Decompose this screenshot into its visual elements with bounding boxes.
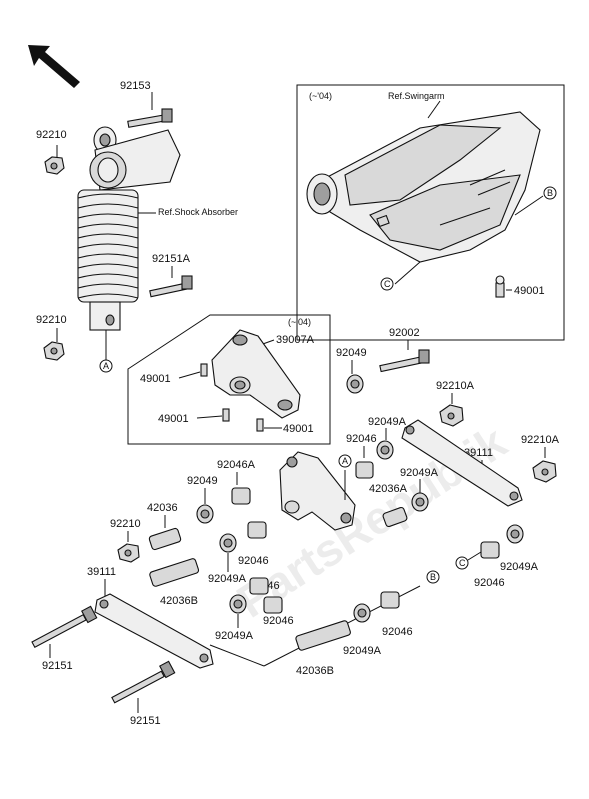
bolt-92151A-head bbox=[181, 275, 193, 290]
marker-b-text: C bbox=[384, 279, 391, 289]
swingarm-year-note: (~'04) bbox=[309, 91, 332, 101]
part-label-92046-f: 92046 bbox=[474, 577, 505, 589]
part-label-92049A-f: 92049A bbox=[500, 561, 539, 573]
part-label-92046A: 92046A bbox=[217, 459, 256, 471]
part-label-49001-c: 49001 bbox=[283, 423, 314, 435]
part-label-92002: 92002 bbox=[389, 327, 420, 339]
bolt-92151-a bbox=[31, 613, 87, 649]
marker-a-link-text: A bbox=[342, 456, 348, 466]
part-label-92049A-a: 92049A bbox=[368, 416, 407, 428]
part-label-92049A-b: 92049A bbox=[400, 467, 439, 479]
part-label-92049-upper: 92049 bbox=[336, 347, 367, 359]
part-label-92210-upper: 92210 bbox=[36, 129, 67, 141]
part-label-92210-lower: 92210 bbox=[36, 314, 67, 326]
bolt-92151-b-head bbox=[159, 660, 176, 679]
part-label-42036B-right: 42036B bbox=[296, 665, 334, 677]
part-label-92151-a: 92151 bbox=[42, 660, 73, 672]
marker-b bbox=[380, 277, 394, 291]
part-label-92046-a: 92046 bbox=[346, 433, 377, 445]
part-label-42036A: 42036A bbox=[369, 483, 408, 495]
collar-42036A bbox=[382, 506, 408, 528]
part-label-49001-b: 49001 bbox=[158, 413, 189, 425]
marker-a-link bbox=[338, 454, 352, 468]
collar-42036 bbox=[148, 527, 182, 551]
part-label-92210A-right: 92210A bbox=[521, 434, 560, 446]
grease-nipple-icon bbox=[256, 418, 264, 432]
bolt-head bbox=[161, 108, 173, 123]
part-label-39007A: 39007A bbox=[276, 334, 315, 346]
collar-42036B-right bbox=[295, 620, 351, 651]
part-label-39111-lower: 39111 bbox=[87, 566, 116, 578]
marker-c bbox=[543, 186, 557, 200]
marker-c-link-text: C bbox=[459, 558, 466, 568]
bolt-92153 bbox=[127, 114, 167, 128]
part-label-92049A-d: 92049A bbox=[215, 630, 254, 642]
collar-42036B-left bbox=[149, 558, 200, 587]
part-label-92153: 92153 bbox=[120, 80, 151, 92]
part-label-92046-b: 92046 bbox=[238, 555, 269, 567]
marker-c-text: B bbox=[547, 188, 553, 198]
bolt-92002 bbox=[379, 355, 426, 373]
part-label-92046-d: 92046 bbox=[263, 615, 294, 627]
grease-nipple-icon bbox=[200, 363, 208, 377]
rocker-year-note: (~'04) bbox=[288, 317, 311, 327]
shock-ref-label: Ref.Shock Absorber bbox=[158, 207, 238, 217]
part-label-92049A-e: 92049A bbox=[343, 645, 382, 657]
grease-nipple-icon bbox=[495, 275, 505, 298]
bolt-92151-b bbox=[111, 670, 165, 704]
rocker-arm bbox=[279, 451, 356, 531]
part-label-92151-b: 92151 bbox=[130, 715, 161, 727]
part-label-49001-a: 49001 bbox=[140, 373, 171, 385]
part-label-42036B-left: 42036B bbox=[160, 595, 198, 607]
bolt-92002-head bbox=[418, 349, 430, 364]
part-label-92151A: 92151A bbox=[152, 253, 191, 265]
shock-spring bbox=[77, 189, 139, 303]
grease-nipple-icon bbox=[222, 408, 230, 422]
marker-b-link bbox=[426, 570, 440, 584]
bearing-92046-e bbox=[380, 591, 400, 609]
part-label-92046-e: 92046 bbox=[382, 626, 413, 638]
marker-a-shock bbox=[99, 359, 113, 373]
rocker-inset: (~'04) 39007A 49001 49001 49001 bbox=[127, 314, 331, 445]
bearing-92046-d bbox=[263, 596, 283, 614]
bolt-92151-a-head bbox=[81, 605, 98, 624]
part-label-92210-link: 92210 bbox=[110, 518, 141, 530]
part-label-92049-left: 92049 bbox=[187, 475, 218, 487]
shock-absorber-group: 92153 92210 Ref.Shock Absorber 92151A 92 bbox=[36, 80, 238, 373]
rocker-39007A bbox=[211, 329, 301, 419]
rocker-inset-frame bbox=[127, 314, 331, 445]
linkage-group: 92002 92049 92210A 92049A 92046 39111 92… bbox=[31, 327, 560, 727]
bearing-92046A bbox=[231, 487, 251, 505]
swingarm-inset-frame bbox=[296, 84, 565, 341]
swingarm-inset: (~'04) Ref.Swingarm C B 49001 bbox=[296, 84, 565, 341]
tie-rod-39111-lower bbox=[94, 593, 214, 669]
direction-arrow-icon bbox=[28, 45, 80, 88]
shock-lower-clevis bbox=[89, 301, 121, 331]
bearing-92046-b bbox=[247, 521, 267, 539]
marker-a-shock-text: A bbox=[103, 361, 109, 371]
bearing-92046-f bbox=[480, 541, 500, 559]
part-label-42036: 42036 bbox=[147, 502, 178, 514]
part-label-92210A-upper: 92210A bbox=[436, 380, 475, 392]
part-label-49001-swingarm: 49001 bbox=[514, 285, 545, 297]
part-label-92049A-c: 92049A bbox=[208, 573, 247, 585]
bearing-92046-a bbox=[355, 461, 374, 479]
swingarm-ref-label: Ref.Swingarm bbox=[388, 91, 445, 101]
bearing-92046-c bbox=[249, 577, 269, 595]
marker-b-link-text: B bbox=[430, 572, 436, 582]
tie-rod-39111-upper bbox=[401, 419, 523, 507]
bolt-92151A bbox=[149, 282, 187, 298]
marker-c-link bbox=[455, 556, 469, 570]
